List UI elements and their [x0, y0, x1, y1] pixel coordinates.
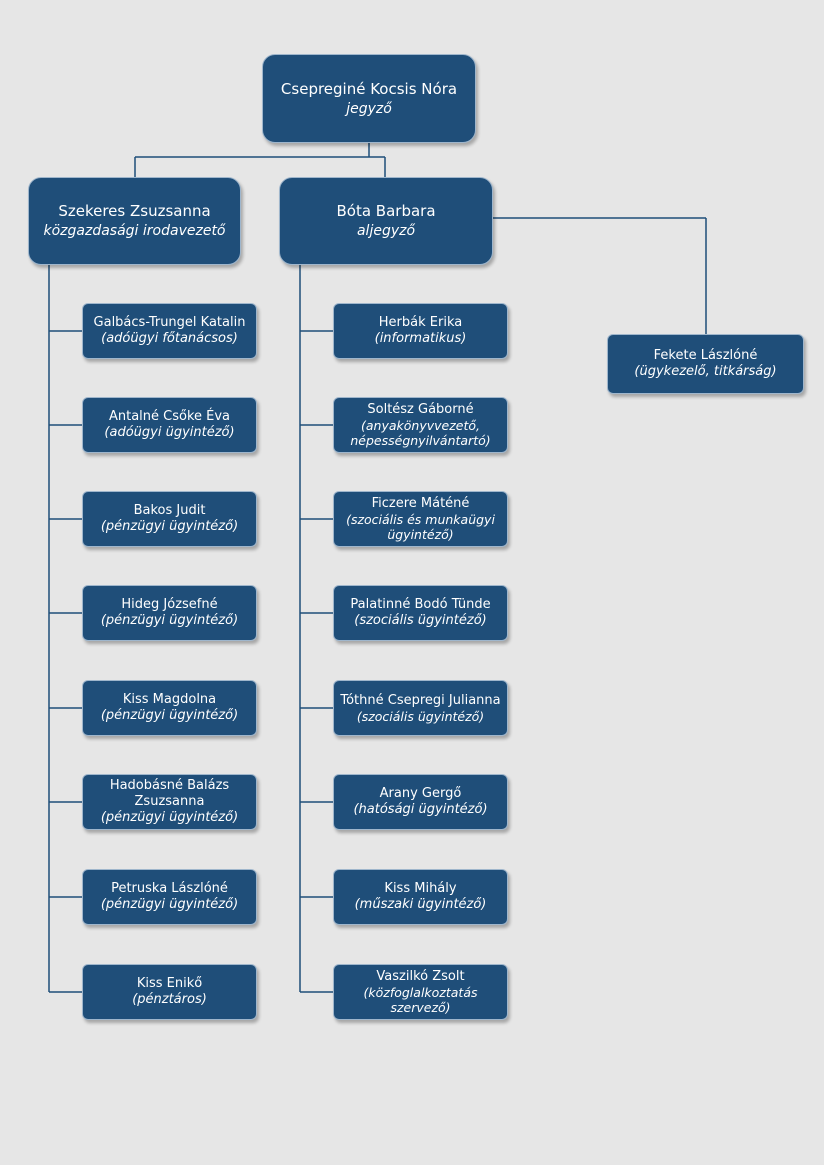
staff-role: (szociális ügyintéző): [356, 708, 485, 724]
staff-box-right-6: Arany Gergő (hatósági ügyintéző): [333, 774, 508, 830]
staff-role: (informatikus): [374, 331, 467, 346]
staff-name: Tóthné Csepregi Julianna: [340, 692, 501, 708]
staff-name: Hideg Józsefné: [121, 597, 218, 612]
staff-role: (műszaki ügyintéző): [354, 897, 487, 912]
staff-box-right-7: Kiss Mihály (műszaki ügyintéző): [333, 869, 508, 925]
staff-role: (pénzügyi ügyintéző): [100, 519, 239, 534]
staff-role: (pénzügyi ügyintéző): [100, 897, 239, 912]
staff-role: (adóügyi főtanácsos): [101, 331, 238, 346]
staff-box-right-2: Soltész Gáborné (anyakönyvvezető, népess…: [333, 397, 508, 453]
staff-name: Kiss Enikő: [136, 976, 203, 991]
staff-name: Hadobásné Balázs Zsuzsanna: [109, 778, 230, 809]
staff-box-right-5: Tóthné Csepregi Julianna (szociális ügyi…: [333, 680, 508, 736]
jegyzo-role: jegyző: [346, 100, 392, 117]
staff-name: Soltész Gáborné: [367, 402, 474, 417]
staff-role: (anyakönyvvezető, népességnyilvántartó): [350, 418, 491, 448]
staff-role: (közfoglalkoztatás szervező): [363, 985, 478, 1015]
staff-box-left-4: Hideg Józsefné (pénzügyi ügyintéző): [82, 585, 257, 641]
titkarsag-name: Fekete Lászlóné: [653, 348, 758, 363]
staff-name: Kiss Mihály: [384, 881, 457, 896]
staff-role: (szociális és munkaügyi ügyintéző): [346, 512, 495, 542]
jegyzo-name: Csepreginé Kocsis Nóra: [280, 79, 458, 98]
titkarsag-box: Fekete Lászlóné (ügykezelő, titkárság): [607, 334, 804, 394]
staff-name: Palatinné Bodó Tünde: [350, 597, 491, 612]
staff-role: (pénzügyi ügyintéző): [100, 810, 239, 825]
staff-name: Bakos Judit: [133, 503, 206, 518]
staff-role: (pénzügyi ügyintéző): [100, 708, 239, 723]
staff-box-right-4: Palatinné Bodó Tünde (szociális ügyintéz…: [333, 585, 508, 641]
staff-name: Ficzere Máténé: [371, 496, 470, 511]
staff-name: Arany Gergő: [379, 786, 462, 801]
staff-name: Vaszilkó Zsolt: [376, 969, 465, 984]
irodavezeto-name: Szekeres Zsuzsanna: [58, 202, 211, 220]
aljegyzo-name: Bóta Barbara: [336, 202, 436, 220]
staff-box-left-1: Galbács-Trungel Katalin (adóügyi főtanác…: [82, 303, 257, 359]
staff-name: Herbák Erika: [378, 315, 463, 330]
staff-box-left-3: Bakos Judit (pénzügyi ügyintéző): [82, 491, 257, 547]
staff-box-left-6: Hadobásné Balázs Zsuzsanna (pénzügyi ügy…: [82, 774, 257, 830]
staff-name: Kiss Magdolna: [122, 692, 217, 707]
staff-box-right-3: Ficzere Máténé (szociális és munkaügyi ü…: [333, 491, 508, 547]
staff-box-right-1: Herbák Erika (informatikus): [333, 303, 508, 359]
irodavezeto-role: közgazdasági irodavezető: [43, 223, 226, 239]
staff-box-right-8: Vaszilkó Zsolt (közfoglalkoztatás szerve…: [333, 964, 508, 1020]
staff-box-left-5: Kiss Magdolna (pénzügyi ügyintéző): [82, 680, 257, 736]
staff-name: Galbács-Trungel Katalin: [93, 315, 246, 330]
staff-role: (pénztáros): [132, 992, 207, 1007]
staff-box-left-2: Antalné Csőke Éva (adóügyi ügyintéző): [82, 397, 257, 453]
jegyzo-box: Csepreginé Kocsis Nóra jegyző: [262, 54, 476, 143]
aljegyzo-box: Bóta Barbara aljegyző: [279, 177, 493, 265]
staff-name: Antalné Csőke Éva: [108, 409, 231, 424]
staff-role: (szociális ügyintéző): [354, 613, 487, 628]
staff-name: Petruska Lászlóné: [111, 881, 228, 896]
staff-box-left-8: Kiss Enikő (pénztáros): [82, 964, 257, 1020]
staff-box-left-7: Petruska Lászlóné (pénzügyi ügyintéző): [82, 869, 257, 925]
titkarsag-role: (ügykezelő, titkárság): [634, 364, 777, 379]
aljegyzo-role: aljegyző: [356, 223, 416, 239]
irodavezeto-box: Szekeres Zsuzsanna közgazdasági irodavez…: [28, 177, 241, 265]
staff-role: (pénzügyi ügyintéző): [100, 613, 239, 628]
staff-role: (hatósági ügyintéző): [353, 802, 488, 817]
staff-role: (adóügyi ügyintéző): [104, 425, 235, 440]
